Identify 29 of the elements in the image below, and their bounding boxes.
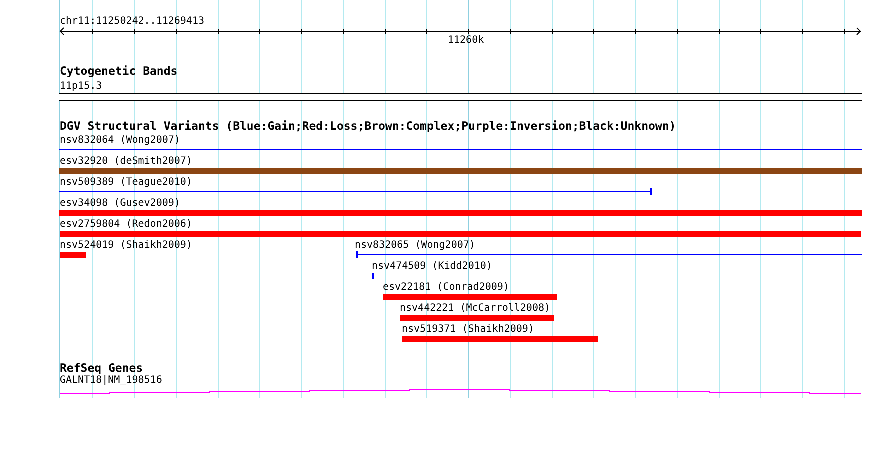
variant-label: nsv519371 (Shaikh2009)	[402, 324, 534, 335]
track-title: DGV Structural Variants (Blue:Gain;Red:Loss;Brown:Complex;Purple:Inversion;Black:Unknown)	[60, 120, 676, 133]
variant-line	[356, 251, 862, 258]
variant-label: esv32920 (deSmith2007)	[60, 156, 192, 167]
variant-line	[59, 188, 652, 195]
variant-bar	[60, 252, 86, 258]
variant-line	[59, 149, 862, 150]
variant-bar	[59, 210, 862, 216]
variant-label: nsv474509 (Kidd2010)	[372, 261, 492, 272]
variant-label: nsv832064 (Wong2007)	[60, 135, 180, 146]
variant-bar	[59, 168, 862, 174]
gene-model-line	[59, 387, 862, 395]
coordinate-range-label: chr11:11250242..11269413	[60, 16, 204, 27]
scale-tick-label: 11260k	[448, 35, 484, 46]
gene-label: GALNT18|NM_198516	[60, 375, 162, 386]
variant-label: esv22181 (Conrad2009)	[383, 282, 510, 293]
variant-label: esv2759804 (Redon2006)	[60, 219, 192, 230]
variant-label: nsv442221 (McCarroll2008)	[400, 303, 551, 314]
variant-bar	[60, 231, 861, 237]
variant-label: nsv832065 (Wong2007)	[355, 240, 476, 251]
band-label: 11p15.3	[60, 81, 102, 92]
variant-label: nsv524019 (Shaikh2009)	[60, 240, 192, 251]
variant-bar	[400, 315, 554, 321]
variant-label: nsv509389 (Teague2010)	[60, 177, 192, 188]
variant-bar	[402, 336, 598, 342]
track-title: RefSeq Genes	[60, 362, 144, 375]
track-title: Cytogenetic Bands	[60, 65, 178, 78]
variant-label: esv34098 (Gusev2009)	[60, 198, 180, 209]
variant-bar	[383, 294, 557, 300]
